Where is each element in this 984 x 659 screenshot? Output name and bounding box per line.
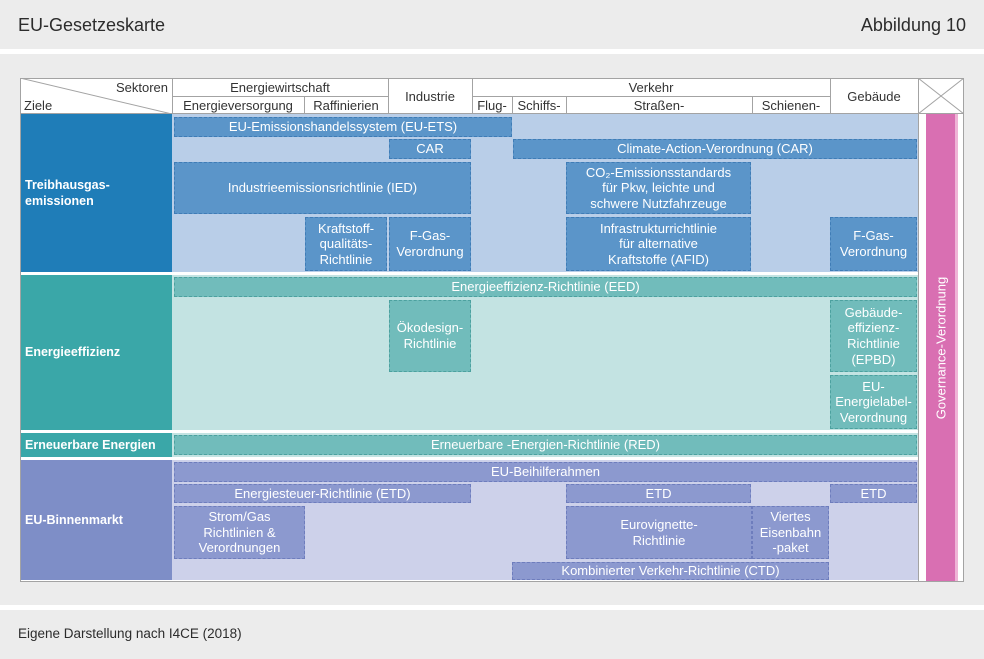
grid-line <box>752 96 753 114</box>
sector-header-raffinerien: Raffinierien <box>313 97 379 113</box>
goal-label-erneuerbare: Erneuerbare Energien <box>21 433 172 457</box>
grid-line <box>20 113 964 114</box>
figure-number: Abbildung 10 <box>860 15 966 35</box>
sector-header-verkehr: Verkehr <box>628 79 674 95</box>
goal-label-energieeffizienz: Energieeffizienz <box>21 275 172 430</box>
sector-header-industrie: Industrie <box>405 88 455 104</box>
instrument-afid: Infrastrukturrichtlinie für alternative … <box>566 217 751 271</box>
instrument-epbd: Gebäude- effizienz- Richtlinie (EPBD) <box>830 300 917 372</box>
sector-header-strassen: Straßen- <box>633 97 685 113</box>
header-bar <box>0 0 984 49</box>
instrument-energy-label: EU- Energielabel- Verordnung <box>830 375 917 429</box>
grid-line <box>472 78 473 114</box>
sector-header-gebaeude: Gebäude <box>847 88 901 104</box>
goal-label-treibhausgas: Treibhausgas- emissionen <box>21 114 172 272</box>
instrument-etd-road: ETD <box>566 484 751 503</box>
instrument-fuel-quality-directive: Kraftstoff- qualitäts- Richtlinie <box>305 217 387 271</box>
grid-line <box>304 96 305 114</box>
grid-line <box>830 78 831 114</box>
instrument-electricity-gas-rules: Strom/Gas Richtlinien & Verordnungen <box>174 506 305 559</box>
grid-line <box>472 96 830 97</box>
instrument-ied: Industrieemissionsrichtlinie (IED) <box>174 162 471 214</box>
separator-line <box>0 605 984 610</box>
source-note: Eigene Darstellung nach I4CE (2018) <box>18 626 242 641</box>
goal-label-binnenmarkt: EU-Binnenmarkt <box>21 460 172 580</box>
cross-line <box>918 78 964 114</box>
grid-line <box>512 96 513 114</box>
grid-line <box>566 96 567 114</box>
corner-label-goals: Ziele <box>24 97 53 113</box>
sector-header-flug: Flug- <box>477 97 507 113</box>
instrument-ecodesign: Ökodesign- Richtlinie <box>389 300 471 372</box>
grid-line <box>918 78 919 581</box>
sector-header-energieversorgung: Energieversorgung <box>183 97 293 113</box>
sector-header-energiewirtschaft: Energiewirtschaft <box>230 79 330 95</box>
figure-title: EU-Gesetzeskarte <box>18 15 166 35</box>
sector-header-schiffs: Schiffs- <box>517 97 561 113</box>
instrument-car-industry: CAR <box>389 139 471 159</box>
sector-header-schienen: Schienen- <box>761 97 821 113</box>
grid-line <box>172 78 173 114</box>
instrument-eed: Energieeffizienz-Richtlinie (EED) <box>174 277 917 297</box>
instrument-eu-ets: EU-Emissionshandelssystem (EU-ETS) <box>174 117 512 137</box>
instrument-etd-energy: Energiesteuer-Richtlinie (ETD) <box>174 484 471 503</box>
separator-line <box>0 49 984 54</box>
instrument-co2-standards: CO₂-Emissionsstandards für Pkw, leichte … <box>566 162 751 214</box>
instrument-fourth-railway-package: Viertes Eisenbahn -paket <box>752 506 829 559</box>
instrument-f-gas-industry: F-Gas- Verordnung <box>389 217 471 271</box>
instrument-f-gas-buildings: F-Gas- Verordnung <box>830 217 917 271</box>
instrument-car-regulation: Climate-Action-Verordnung (CAR) <box>513 139 917 159</box>
instrument-state-aid: EU-Beihilferahmen <box>174 462 917 482</box>
instrument-red: Erneuerbare -Energien-Richtlinie (RED) <box>174 435 917 455</box>
grid-line <box>388 78 389 114</box>
corner-diagonal <box>20 78 172 114</box>
instrument-eurovignette: Eurovignette- Richtlinie <box>566 506 752 559</box>
grid-line <box>172 96 388 97</box>
footer-bar <box>0 610 984 659</box>
instrument-ctd: Kombinierter Verkehr-Richtlinie (CTD) <box>512 562 829 580</box>
corner-label-sectors: Sektoren <box>115 80 168 95</box>
governance-bar: Governance-Verordnung <box>926 114 958 581</box>
instrument-etd-buildings: ETD <box>830 484 917 503</box>
governance-label: Governance-Verordnung <box>933 276 948 419</box>
empty-corner-cell <box>918 78 964 114</box>
goal-band-energieeffizienz <box>172 275 918 430</box>
corner-diagonal-line <box>20 78 172 114</box>
